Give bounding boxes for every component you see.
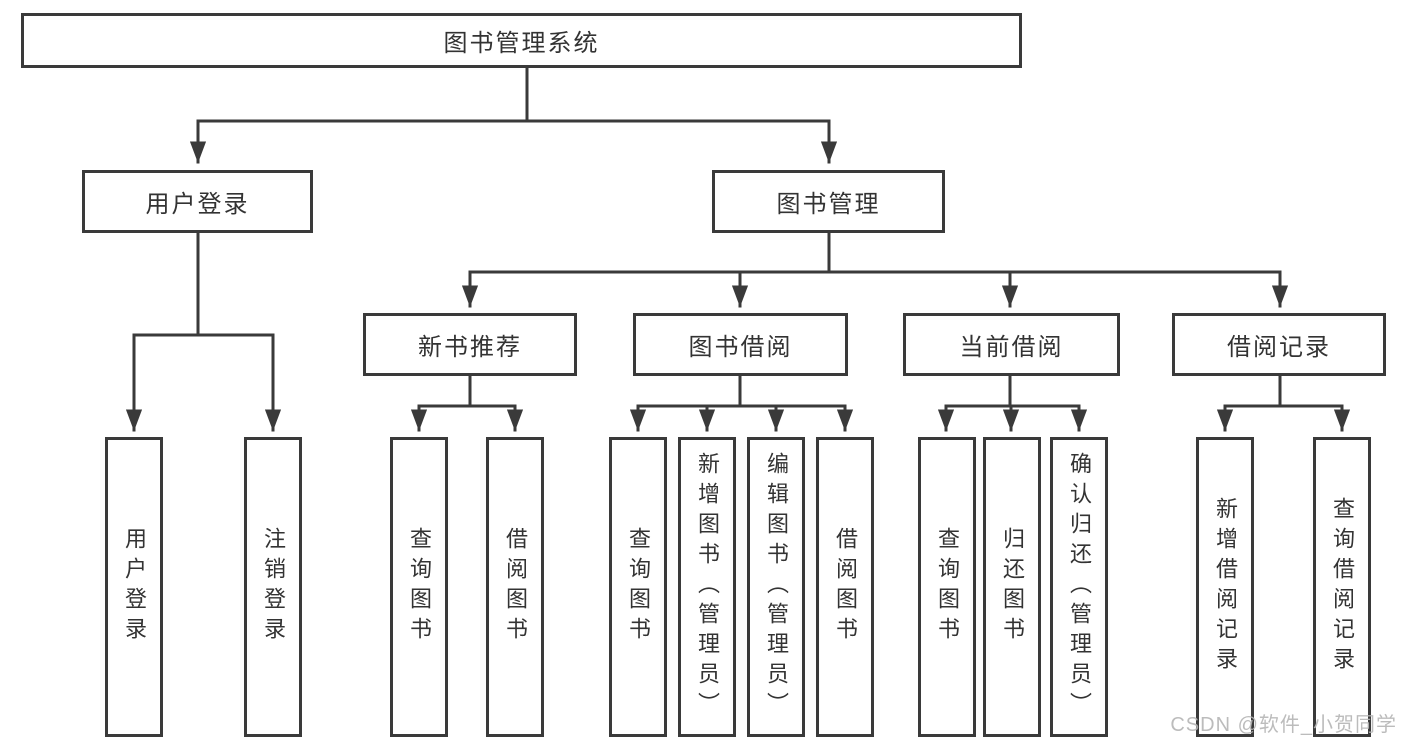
leaf-edit-books-admin: 编辑图书（管理员） [747, 437, 805, 737]
leaf-add-books-admin: 新增图书（管理员） [678, 437, 736, 737]
leaf-query-borrow-record: 查询借阅记录 [1313, 437, 1371, 737]
node-library-management-system: 图书管理系统 [21, 13, 1022, 68]
node-label: 新书推荐 [418, 334, 522, 361]
node-book-borrow: 图书借阅 [633, 313, 848, 376]
node-book-management: 图书管理 [712, 170, 945, 233]
leaf-label: 查询图书 [407, 527, 432, 647]
leaf-user-login: 用户登录 [105, 437, 163, 737]
leaf-label: 新增借阅记录 [1213, 497, 1238, 677]
leaf-label: 编辑图书（管理员） [764, 452, 789, 722]
csdn-watermark: CSDN @软件_小贺同学 [1170, 714, 1397, 736]
node-current-borrow: 当前借阅 [903, 313, 1120, 376]
leaf-borrow-books: 借阅图书 [816, 437, 874, 737]
leaf-label: 查询借阅记录 [1330, 497, 1355, 677]
leaf-query-books-current: 查询图书 [918, 437, 976, 737]
leaf-query-books-borrow: 查询图书 [609, 437, 667, 737]
leaf-confirm-return-admin: 确认归还（管理员） [1050, 437, 1108, 737]
leaf-label: 查询图书 [935, 527, 960, 647]
leaf-label: 借阅图书 [833, 527, 858, 647]
node-user-login: 用户登录 [82, 170, 313, 233]
leaf-label: 新增图书（管理员） [695, 452, 720, 722]
leaf-label: 归还图书 [1000, 527, 1025, 647]
leaf-return-books: 归还图书 [983, 437, 1041, 737]
node-label: 借阅记录 [1227, 334, 1331, 361]
node-new-book-recommend: 新书推荐 [363, 313, 577, 376]
node-label: 用户登录 [145, 191, 250, 218]
leaf-label: 确认归还（管理员） [1067, 452, 1092, 722]
leaf-query-books-recommend: 查询图书 [390, 437, 448, 737]
leaf-borrow-books-recommend: 借阅图书 [486, 437, 544, 737]
node-borrow-records: 借阅记录 [1172, 313, 1386, 376]
node-label: 当前借阅 [959, 334, 1064, 361]
leaf-label: 用户登录 [122, 527, 147, 647]
leaf-label: 注销登录 [261, 527, 286, 647]
leaf-add-borrow-record: 新增借阅记录 [1196, 437, 1254, 737]
leaf-label: 查询图书 [626, 527, 651, 647]
leaf-logout: 注销登录 [244, 437, 302, 737]
node-label: 图书管理系统 [443, 30, 600, 57]
leaf-label: 借阅图书 [503, 527, 528, 647]
node-label: 图书管理 [776, 191, 881, 218]
node-label: 图书借阅 [688, 334, 793, 361]
